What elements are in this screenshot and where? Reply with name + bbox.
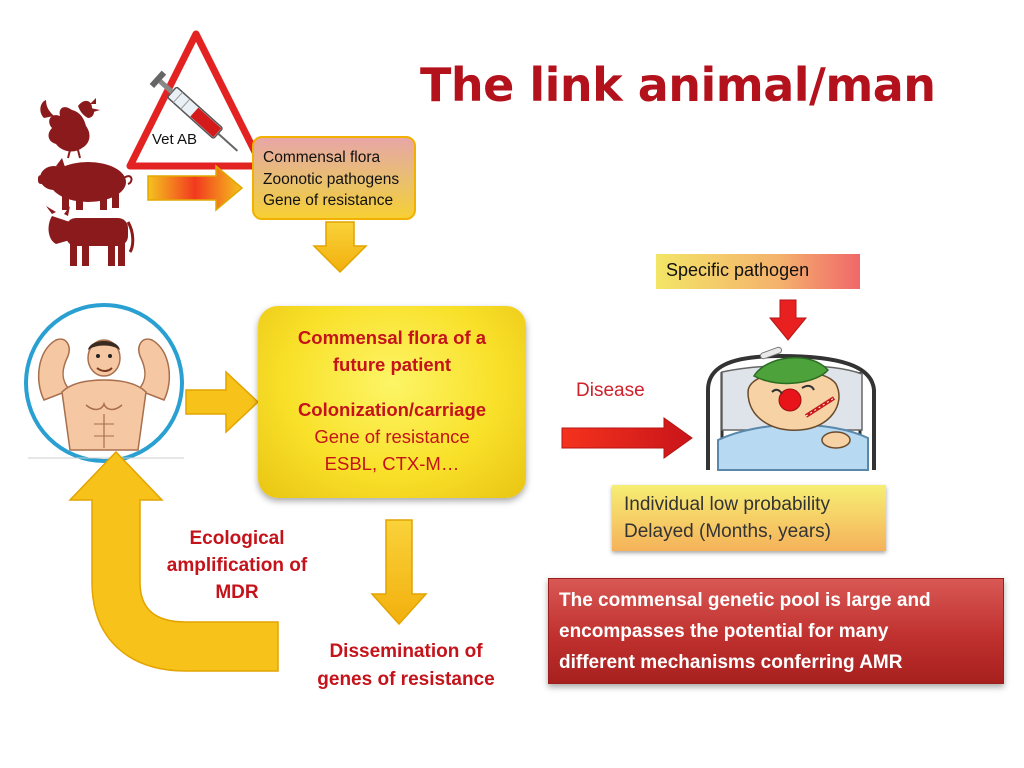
pool-line-3: different mechanisms conferring AMR	[559, 652, 903, 673]
center-line-3: Colonization/carriage	[297, 399, 487, 420]
arrow-pathogen-down	[768, 299, 808, 341]
genetic-pool-box: The commensal genetic pool is large and …	[548, 578, 1004, 684]
indiv-line-2: Delayed (Months, years)	[624, 521, 831, 542]
rooster-icon	[40, 98, 100, 159]
diss-line-1: Dissemination of	[329, 641, 483, 662]
arrow-disease	[561, 417, 693, 459]
muscular-man-icon	[24, 303, 184, 463]
center-line-4: Gene of resistance	[314, 426, 470, 447]
dissemination-label: Dissemination of genes of resistance	[288, 638, 524, 694]
ecological-amplification-label: Ecological amplification of MDR	[148, 525, 326, 606]
eco-line-3: MDR	[215, 582, 259, 603]
center-line-1: Commensal flora of a	[297, 327, 487, 348]
flora-line-1: Commensal flora	[263, 149, 381, 166]
specific-pathogen-box: Specific pathogen	[656, 254, 860, 289]
flora-line-2: Zoonotic pathogens	[263, 170, 400, 188]
individual-probability-box: Individual low probability Delayed (Mont…	[612, 485, 886, 551]
eco-line-2: amplification of	[166, 555, 308, 576]
arrow-man-to-center	[185, 370, 260, 434]
page-title: The link animal/man	[420, 58, 936, 112]
disease-label: Disease	[576, 380, 645, 401]
eco-line-1: Ecological	[189, 528, 285, 549]
warning-triangle-icon	[126, 30, 266, 170]
arrow-center-down	[370, 519, 428, 626]
future-patient-box: Commensal flora of a future patient Colo…	[258, 306, 526, 498]
indiv-line-1: Individual low probability	[624, 494, 830, 515]
arrow-loop-to-man	[68, 450, 279, 672]
pool-line-2: encompasses the potential for many	[559, 621, 889, 642]
cow-icon	[46, 206, 135, 266]
pool-line-1: The commensal genetic pool is large and	[559, 590, 931, 611]
syringe-icon	[149, 70, 239, 152]
vet-ab-label: Vet AB	[152, 131, 198, 148]
commensal-flora-box: Commensal flora Zoonotic pathogens Gene …	[252, 136, 416, 220]
arrow-animals-to-flora	[147, 164, 244, 212]
diss-line-2: genes of resistance	[317, 669, 495, 690]
arrow-flora-down	[312, 221, 368, 274]
sick-patient-icon	[706, 346, 876, 471]
center-line-2: future patient	[332, 354, 452, 375]
pig-icon	[38, 158, 133, 210]
flora-line-3: Gene of resistance	[263, 192, 394, 209]
center-line-5: ESBL, CTX-M…	[324, 453, 460, 474]
